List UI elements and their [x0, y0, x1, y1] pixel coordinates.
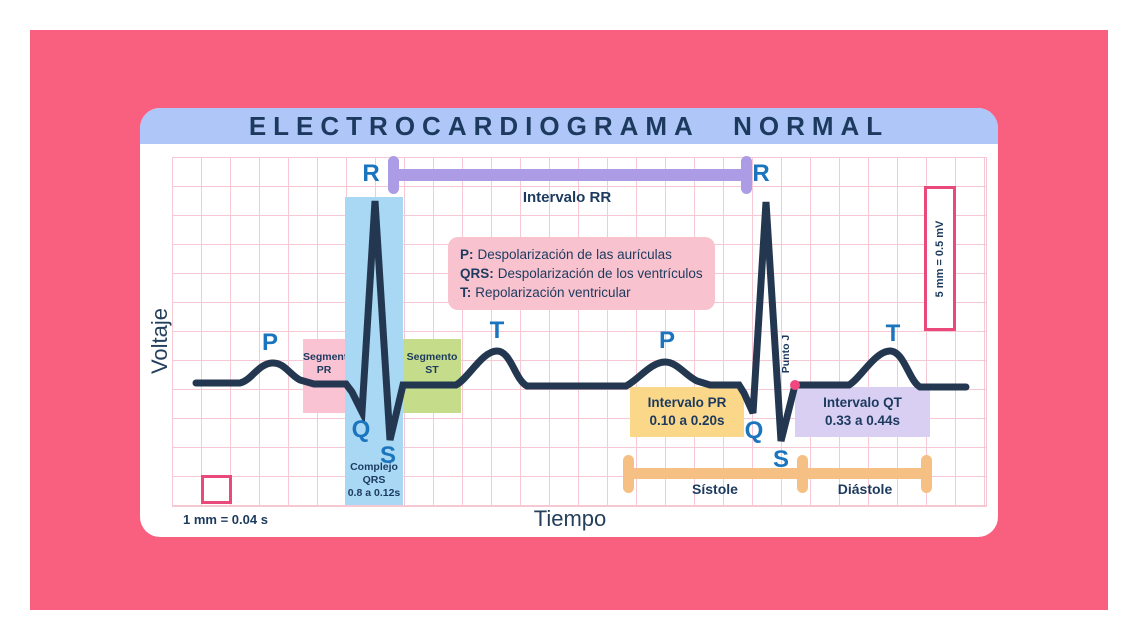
segmento-pr-box: Segmento PR: [303, 339, 354, 413]
ecg-grid-paper: [172, 157, 987, 507]
p-wave-label-2: P: [658, 327, 675, 354]
complejo-qrs-label: Complejo QRS 0.8 a 0.12s: [347, 461, 401, 499]
time-scale-square: [201, 475, 232, 504]
voltage-scale-box: 5 mm = 0.5 mV: [924, 186, 956, 331]
intervalo-qt-label: Intervalo QT 0.33 a 0.44s: [823, 395, 902, 428]
r-wave-label-1: R: [362, 160, 380, 187]
time-scale-label: 1 mm = 0.04 s: [183, 512, 268, 527]
r-wave-label-2: R: [752, 160, 770, 187]
title-bar: ELECTROCARDIOGRAMA NORMAL: [140, 108, 998, 144]
sistole-label: Sístole: [692, 481, 738, 497]
p-wave-label-1: P: [261, 329, 278, 356]
punto-j-label-wrap: Punto J: [776, 326, 796, 382]
sistole-cap-left: [623, 455, 634, 493]
legend-item-qrs: QRS:Despolarización de los ventrículos: [460, 266, 703, 281]
intervalo-rr-cap-left: [388, 156, 399, 194]
s-wave-label-2: S: [772, 446, 789, 473]
diastole-cap-right: [921, 455, 932, 493]
segmento-st-box: Segmento ST: [403, 339, 461, 413]
t-wave-label-1: T: [489, 317, 505, 344]
t-wave-label-2: T: [885, 320, 901, 347]
x-axis-label: Tiempo: [533, 506, 607, 531]
legend-box: P:Despolarización de las aurículas QRS:D…: [448, 237, 715, 310]
page-title: ELECTROCARDIOGRAMA NORMAL: [248, 110, 890, 141]
intervalo-rr-label: Intervalo RR: [522, 189, 612, 206]
punto-j-label: Punto J: [780, 334, 792, 374]
intervalo-rr-cap-right: [741, 156, 752, 194]
intervalo-rr-bar: [391, 169, 749, 181]
intervalo-pr-box: Intervalo PR 0.10 a 0.20s: [630, 387, 744, 437]
sistole-cap-middle: [797, 455, 808, 493]
y-axis-label: Voltaje: [147, 307, 172, 375]
s-wave-label-1: S: [379, 442, 396, 469]
voltage-scale-label: 5 mm = 0.5 mV: [934, 220, 946, 297]
q-wave-label-2: Q: [744, 417, 764, 444]
segmento-pr-label: Segmento PR: [303, 351, 354, 376]
legend-item-t: T:Repolarización ventricular: [460, 285, 631, 300]
legend-item-p: P:Despolarización de las aurículas: [460, 247, 672, 262]
intervalo-pr-label: Intervalo PR 0.10 a 0.20s: [647, 395, 727, 428]
diastole-label: Diástole: [837, 481, 893, 497]
q-wave-label-1: Q: [351, 416, 371, 443]
intervalo-qt-box: Intervalo QT 0.33 a 0.44s: [795, 387, 930, 437]
segmento-st-label: Segmento ST: [406, 351, 458, 376]
sistole-diastole-bar: [626, 468, 930, 479]
